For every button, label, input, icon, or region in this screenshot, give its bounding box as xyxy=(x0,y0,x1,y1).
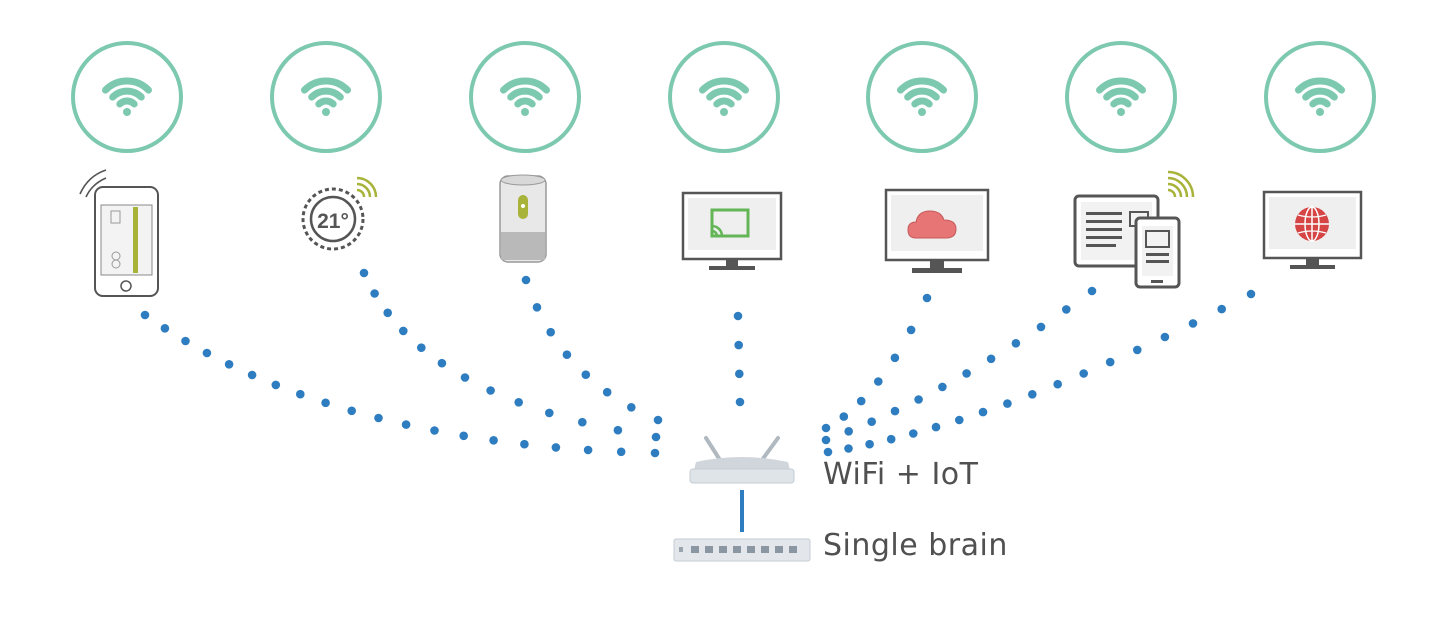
wifi-badge-cast-tv xyxy=(668,41,780,153)
smartphone-icon xyxy=(79,169,159,297)
dotted-link-tablet-phone xyxy=(821,286,1097,445)
access-point-label: WiFi + IoT xyxy=(823,457,979,492)
wifi-badge-smart-speaker xyxy=(469,41,581,153)
wifi-icon xyxy=(102,77,152,116)
globe-monitor-icon xyxy=(1262,190,1363,269)
wifi-icon xyxy=(1295,77,1345,116)
cast-monitor-icon xyxy=(681,191,783,270)
network-switch-icon xyxy=(673,538,811,562)
wifi-icon xyxy=(699,77,749,116)
dotted-link-cloud-monitor xyxy=(821,293,932,433)
dotted-link-thermostat xyxy=(359,268,661,442)
switch-ports xyxy=(679,546,797,553)
wifi-icon xyxy=(897,77,947,116)
wifi-badge-tablet-phone xyxy=(1065,41,1177,153)
tablet-phone-icon xyxy=(1073,170,1195,289)
smart-speaker-icon xyxy=(499,174,547,263)
thermostat-display: 21° xyxy=(317,210,349,233)
wifi-badge-thermostat xyxy=(270,41,382,153)
dotted-link-cast-tv xyxy=(733,311,745,407)
dotted-link-smart-speaker xyxy=(521,275,663,425)
wifi-badge-cloud-monitor xyxy=(866,41,978,153)
wifi-icon xyxy=(1096,77,1146,116)
wifi-badge-smartphone xyxy=(71,41,183,153)
switch-label: Single brain xyxy=(823,528,1008,563)
wifi-icon xyxy=(301,77,351,116)
wifi-badge-globe-monitor xyxy=(1264,41,1376,153)
access-point-icon xyxy=(689,436,795,484)
wifi-icon xyxy=(500,77,550,116)
wifi-badges xyxy=(71,41,1376,153)
thermostat-icon: 21° xyxy=(301,176,378,251)
cloud-monitor-icon xyxy=(884,188,990,273)
dotted-link-globe-monitor xyxy=(823,289,1256,457)
dotted-link-smartphone xyxy=(140,310,660,458)
connection-dots xyxy=(140,268,1256,458)
